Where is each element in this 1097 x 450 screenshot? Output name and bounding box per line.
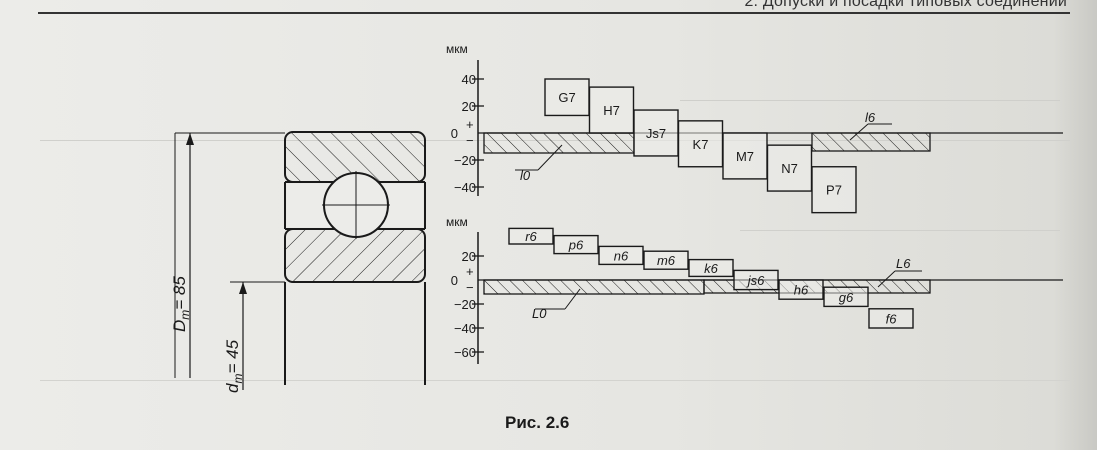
top-field-label: P7 — [826, 183, 842, 198]
figure-caption: Рис. 2.6 — [505, 413, 570, 432]
shaft-fit-diagram: мкм 20 0 −20 −40 −60 + − L0 L6 r6 p6 n6 m6 k6 js6… — [446, 215, 1063, 364]
bottom-field-label: n6 — [614, 248, 629, 263]
top-field-label: G7 — [558, 90, 575, 105]
bottom-plus-sign: + — [466, 264, 474, 279]
bottom-field-label: m6 — [657, 253, 676, 268]
bottom-field-label: k6 — [704, 261, 719, 276]
top-field-label: K7 — [693, 137, 709, 152]
bottom-unit-label: мкм — [446, 215, 468, 229]
bottom-field-js6 — [733, 269, 779, 291]
top-field-m7 — [722, 132, 768, 180]
bottom-tick-label: 20 — [462, 249, 476, 264]
inner-diameter-label: dm= 45 — [223, 339, 245, 393]
bottom-field-h6 — [778, 279, 824, 300]
bottom-tick-label: 0 — [451, 273, 458, 288]
bottom-field-p6 — [553, 234, 599, 255]
top-plus-sign: + — [466, 117, 474, 132]
header-rule — [38, 12, 1070, 14]
top-shaft-zone-label: l6 — [865, 110, 876, 125]
top-tick-label: 40 — [462, 72, 476, 87]
bottom-field-r6 — [508, 227, 554, 245]
bottom-field-n6 — [598, 245, 644, 266]
bottom-field-label: r6 — [525, 229, 537, 244]
bottom-tick-label: −40 — [454, 321, 476, 336]
top-field-label: M7 — [736, 149, 754, 164]
bottom-field-g6 — [823, 286, 869, 308]
bottom-bearing-zone — [483, 279, 705, 295]
bottom-tick-label: −20 — [454, 297, 476, 312]
bottom-field-label: p6 — [568, 238, 584, 253]
outer-diameter-label: Dm= 85 — [170, 276, 192, 332]
top-field-label: N7 — [781, 161, 798, 176]
top-field-n7 — [766, 144, 813, 192]
bottom-tick-label: −60 — [454, 345, 476, 360]
top-field-label: H7 — [603, 103, 620, 118]
housing-fit-diagram: мкм 40 20 0 −20 −40 + − l0 l6 G7H7Js7K7M7N7P… — [446, 42, 1063, 214]
top-bearing-zone — [483, 132, 635, 154]
top-minus-sign: − — [466, 133, 474, 148]
top-tick-label: −20 — [454, 153, 476, 168]
bottom-field-f6 — [868, 308, 914, 329]
bearing-cross-section — [174, 131, 426, 390]
page-header: 2. Допуски и посадки типовых соединений — [744, 0, 1067, 10]
top-unit-label: мкм — [446, 42, 468, 56]
bottom-housing-zone-label: L6 — [896, 256, 911, 271]
bottom-field-label: h6 — [794, 283, 809, 298]
bottom-field-k6 — [688, 258, 734, 278]
bottom-field-label: g6 — [839, 290, 854, 305]
top-tick-label: 20 — [462, 99, 476, 114]
top-field-label: Js7 — [646, 126, 666, 141]
bottom-minus-sign: − — [466, 280, 474, 295]
top-field-js7 — [633, 109, 679, 157]
bottom-field-label: js6 — [746, 273, 765, 288]
top-tick-label: 0 — [451, 126, 458, 141]
bottom-field-label: f6 — [886, 311, 898, 326]
bottom-field-m6 — [643, 250, 689, 270]
bottom-bearing-zone-label: L0 — [532, 306, 547, 321]
top-bearing-zone-label: l0 — [520, 168, 531, 183]
top-field-p7 — [811, 166, 857, 214]
top-tick-label: −40 — [454, 180, 476, 195]
top-field-g7 — [544, 78, 590, 117]
top-shaft-zone — [811, 132, 931, 152]
